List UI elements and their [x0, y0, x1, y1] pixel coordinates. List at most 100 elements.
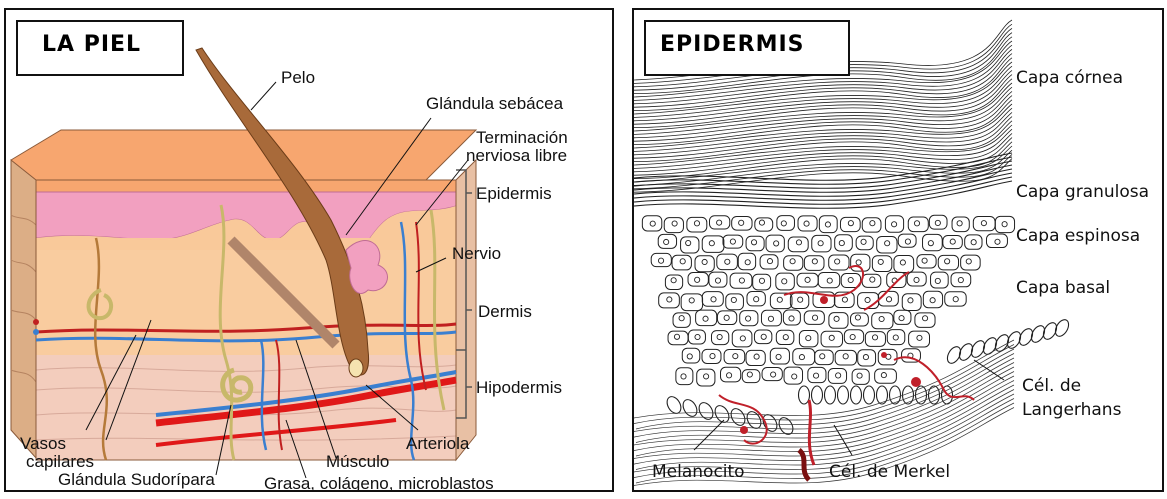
spinous-cell — [738, 253, 755, 270]
spinous-cell — [856, 236, 873, 250]
spinous-cell — [894, 310, 911, 324]
cell-nucleus — [759, 220, 764, 225]
spinous-cell — [784, 367, 802, 384]
cell-nucleus — [702, 259, 707, 264]
spinous-cell — [804, 256, 824, 271]
cell-nucleus — [671, 278, 676, 283]
cell-nucleus — [658, 258, 663, 263]
cell-nucleus — [739, 220, 744, 225]
cell-nucleus — [790, 259, 795, 264]
cell-nucleus — [805, 277, 810, 282]
spinous-cell — [695, 256, 714, 272]
cell-nucleus — [878, 259, 883, 264]
cell-nucleus — [818, 241, 823, 246]
cell-nucleus — [711, 297, 716, 302]
cell-nucleus — [796, 240, 801, 245]
cell-nucleus — [893, 335, 898, 340]
cell-nucleus — [812, 259, 817, 264]
cell-nucleus — [981, 221, 986, 226]
spinous-cell — [761, 310, 781, 326]
spinous-cell — [878, 349, 897, 365]
spinous-cell — [696, 310, 717, 325]
basal-cell — [825, 386, 836, 404]
cell-nucleus — [650, 221, 655, 226]
spinous-cell — [887, 272, 906, 287]
spinous-cell — [687, 217, 707, 232]
cell-nucleus — [687, 354, 692, 359]
spinous-cell — [688, 330, 705, 344]
cell-nucleus — [782, 279, 787, 284]
spinous-cell — [877, 236, 897, 252]
spinous-cell — [875, 369, 897, 383]
cell-nucleus — [820, 354, 825, 359]
basal-cell — [1053, 317, 1072, 338]
corneum-line — [634, 125, 1012, 165]
cell-nucleus — [726, 373, 731, 378]
basal-cell — [957, 341, 976, 362]
spinous-cell — [885, 216, 903, 233]
cell-nucleus — [928, 241, 933, 246]
cell-nucleus — [930, 298, 935, 303]
cell-nucleus — [725, 259, 730, 264]
spinous-cell — [697, 369, 715, 386]
spinous-cell — [798, 216, 817, 231]
cell-nucleus — [829, 335, 834, 340]
spinous-cell — [732, 330, 752, 347]
epidermis-title: EPIDERMIS — [644, 20, 850, 76]
spinous-cell — [717, 254, 738, 270]
cell-nucleus — [995, 239, 1000, 244]
spinous-cell — [664, 218, 683, 233]
spinous-cell — [986, 234, 1007, 248]
label-musculo: Músculo — [326, 452, 389, 471]
cell-nucleus — [957, 221, 962, 226]
cell-nucleus — [731, 297, 736, 302]
cell-nucleus — [953, 297, 958, 302]
spinous-cell — [659, 293, 680, 308]
dermal-fiber — [634, 340, 1014, 420]
spinous-cell — [702, 292, 723, 307]
spinous-cell — [783, 310, 800, 325]
spinous-cell — [777, 216, 795, 231]
cell-nucleus — [783, 335, 788, 340]
cell-nucleus — [834, 316, 839, 321]
cell-nucleus — [781, 221, 786, 226]
hair-bulb — [349, 359, 363, 377]
cell-nucleus — [879, 316, 884, 321]
cell-nucleus — [664, 239, 669, 244]
spinous-cell — [760, 255, 778, 269]
cell-nucleus — [695, 334, 700, 339]
spinous-cell — [828, 368, 846, 383]
label-capa-basal: Capa basal — [1016, 278, 1110, 298]
label-epidermis: Epidermis — [476, 184, 552, 203]
cell-nucleus — [825, 222, 830, 227]
cell-nucleus — [774, 241, 779, 246]
cell-nucleus — [966, 259, 971, 264]
spinous-cell — [753, 274, 771, 290]
cell-nucleus — [971, 240, 976, 245]
spinous-cell — [711, 331, 728, 345]
spinous-cell — [746, 236, 764, 251]
cell-nucleus — [848, 277, 853, 282]
cell-nucleus — [856, 260, 861, 265]
cell-nucleus — [950, 239, 955, 244]
spinous-cell — [929, 215, 947, 229]
cell-nucleus — [905, 239, 910, 244]
epidermis-diagram-panel: EPIDERMIS Capa córnea Capa granulosa Cap… — [632, 8, 1164, 492]
cell-nucleus — [792, 374, 797, 379]
spinous-cell — [844, 330, 863, 344]
spinous-cell — [852, 369, 869, 384]
spinous-cell — [754, 330, 771, 344]
cell-nucleus — [730, 239, 735, 244]
spinous-cell — [923, 291, 942, 307]
cell-nucleus — [754, 297, 759, 302]
spinous-cell — [770, 293, 792, 308]
spinous-cell — [862, 274, 881, 287]
spinous-cell — [793, 349, 815, 365]
cell-nucleus — [922, 258, 927, 263]
spinous-cell — [723, 235, 743, 248]
spinous-cell — [676, 368, 693, 385]
spinous-cell — [721, 367, 741, 382]
label-pelo: Pelo — [281, 68, 315, 87]
skin-side-face — [11, 160, 36, 458]
spinous-cell — [673, 313, 690, 327]
